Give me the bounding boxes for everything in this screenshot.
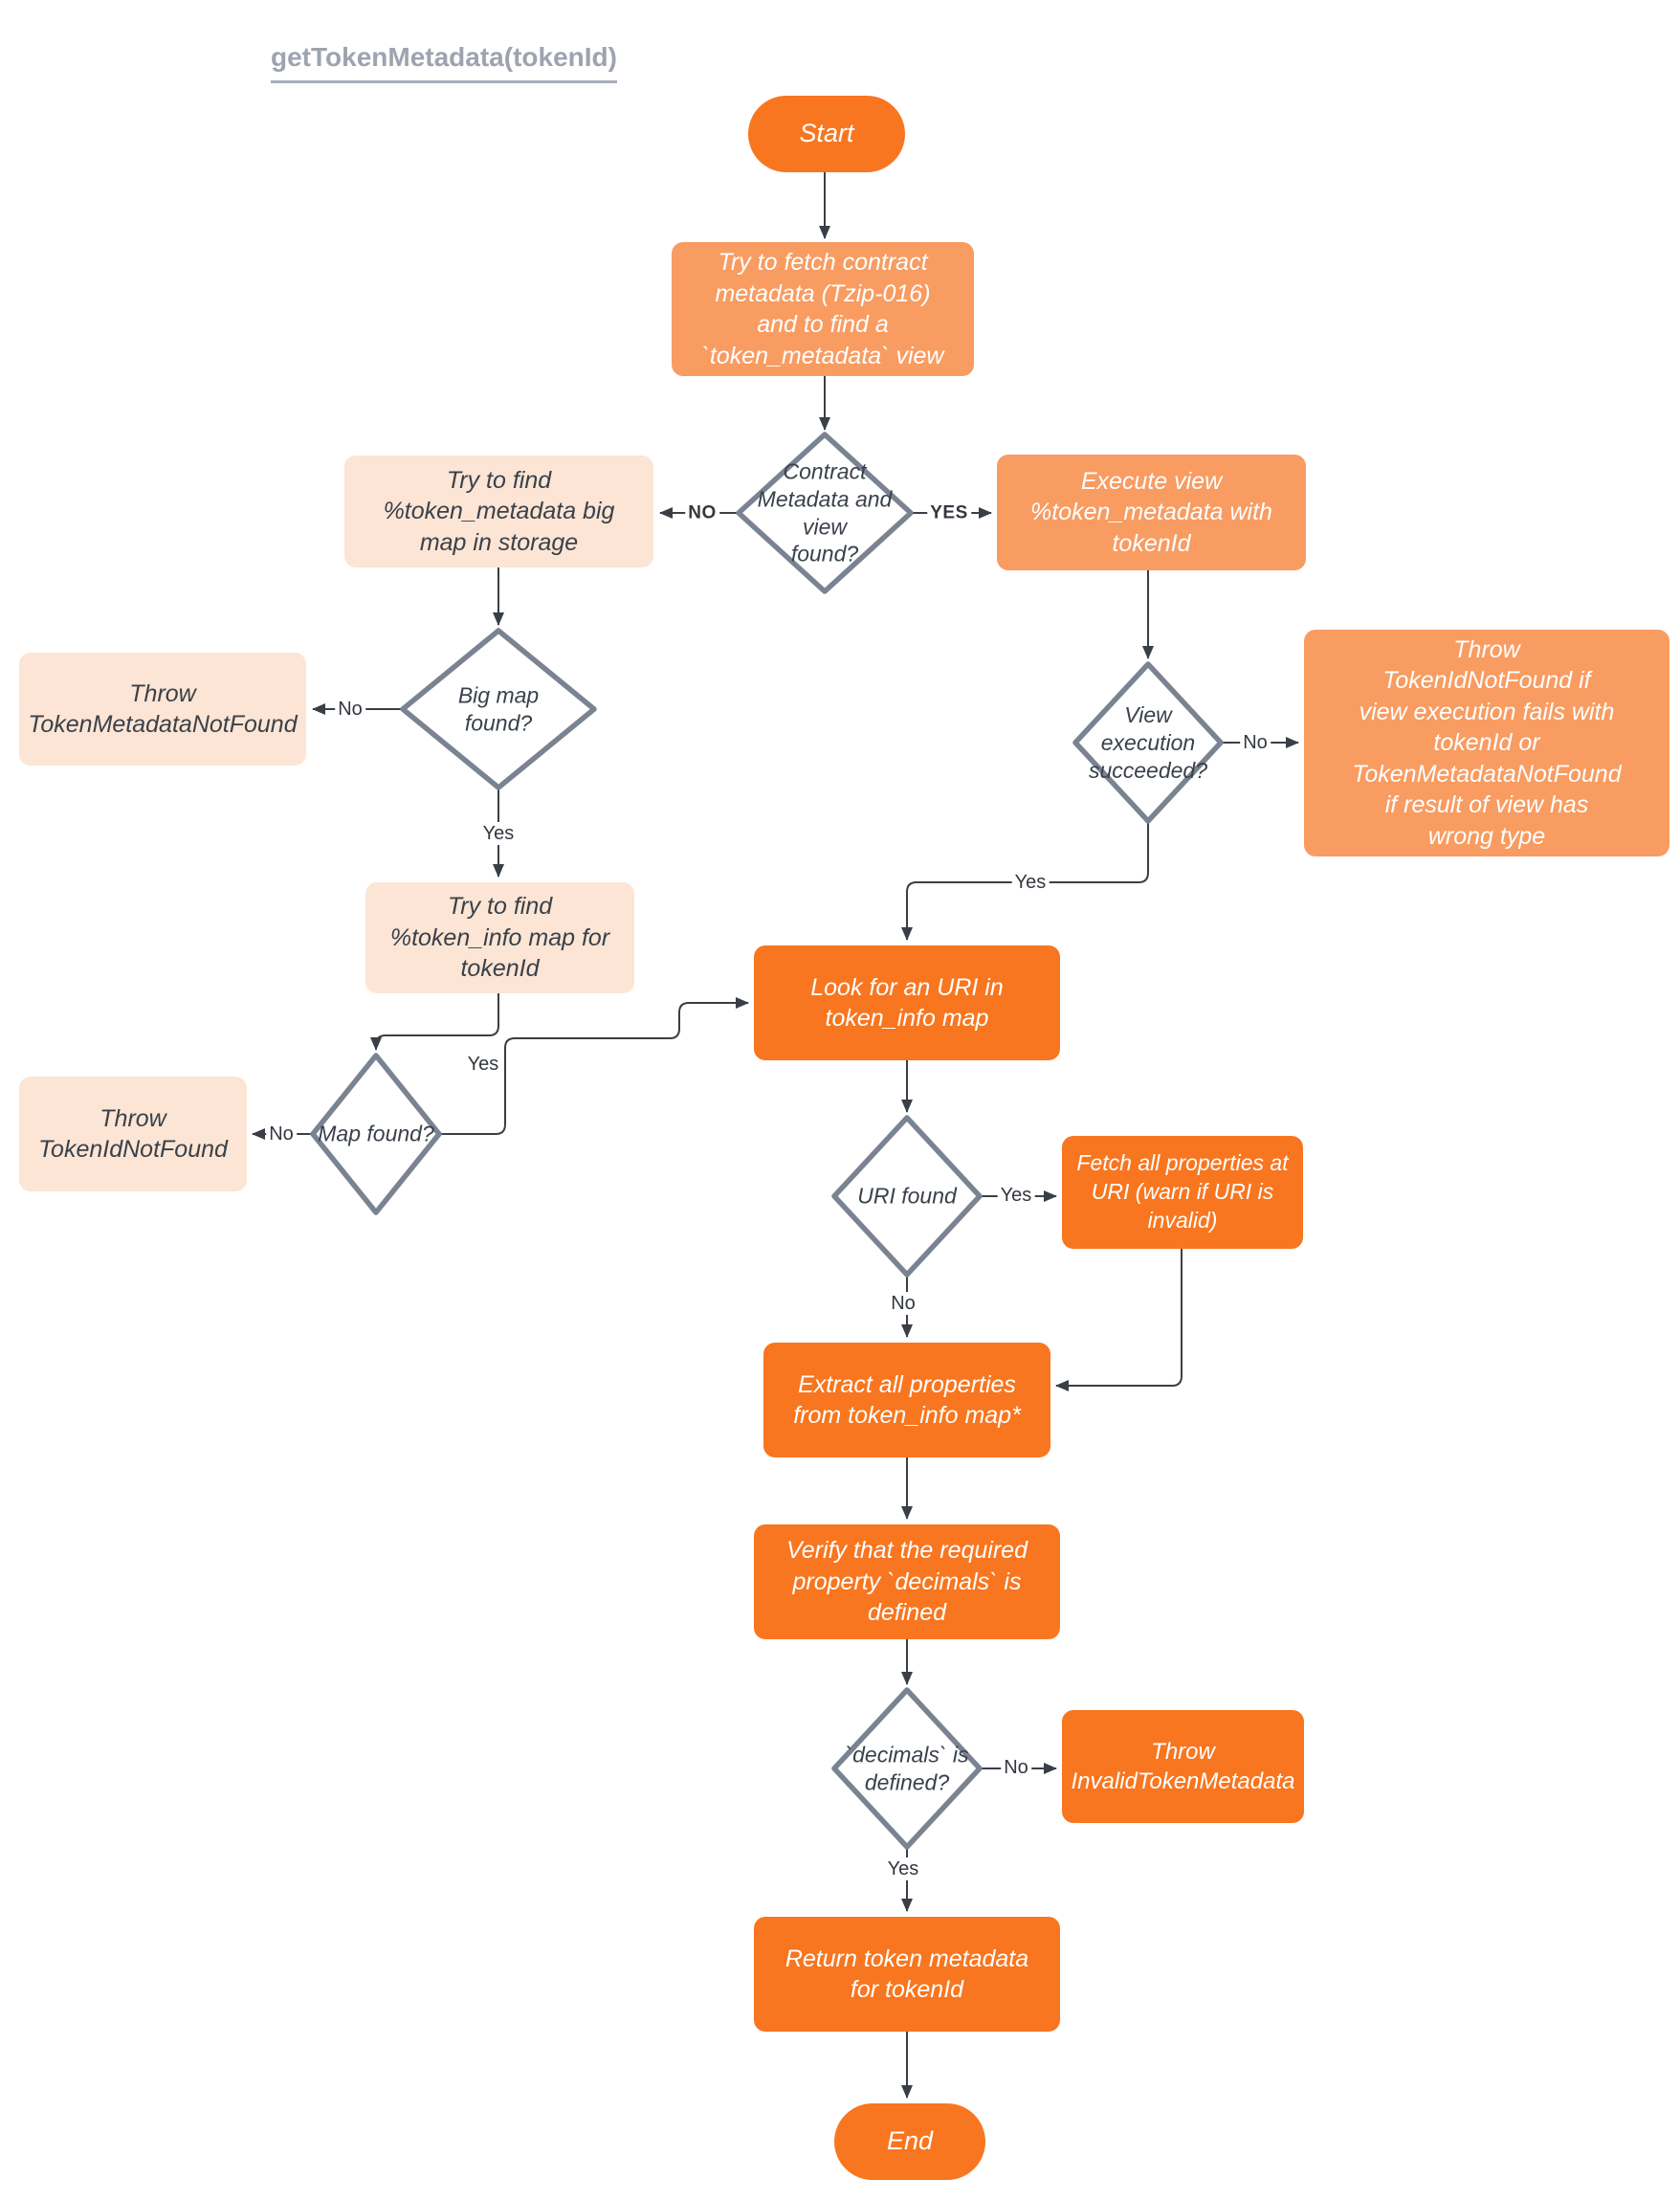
process-find-bigmap: Try to find %token_metadata big map in s…	[344, 456, 653, 567]
process-throw-token-metadata-not-found: Throw TokenMetadataNotFound	[19, 653, 306, 766]
return-metadata-label: Return token metadata for tokenId	[785, 1945, 1029, 2004]
edge-label-contract-no: NO	[685, 501, 719, 524]
extract-properties-label: Extract all properties from token_info m…	[793, 1370, 1021, 1430]
decision-uri-found-shape	[831, 1115, 983, 1278]
decision-decimals-defined-label: `decimals` is defined?	[845, 1742, 969, 1794]
diagram-title: getTokenMetadata(tokenId)	[271, 42, 617, 83]
process-return-metadata: Return token metadata for tokenId	[754, 1917, 1060, 2032]
process-look-for-uri: Look for an URI in token_info map	[754, 945, 1060, 1060]
edge-label-contract-yes: YES	[927, 501, 971, 524]
process-verify-decimals: Verify that the required property `decim…	[754, 1524, 1060, 1639]
edge-label-map-no: No	[266, 1123, 297, 1145]
edge-label-map-yes: Yes	[464, 1053, 502, 1076]
edge-label-uri-yes: Yes	[997, 1184, 1035, 1207]
end-label: End	[886, 2126, 934, 2156]
end-terminator: End	[834, 2103, 985, 2180]
throw-token-id-not-found-label: Throw TokenIdNotFound	[38, 1104, 228, 1164]
edge-label-decimals-no: No	[1001, 1756, 1031, 1779]
decision-map-found-shape	[310, 1053, 442, 1215]
decision-contract-found-shape	[736, 432, 914, 594]
decision-bigmap-found-label: Big map found?	[457, 682, 540, 735]
find-token-info-label: Try to find %token_info map for tokenId	[389, 893, 610, 983]
process-execute-view: Execute view %token_metadata with tokenI…	[997, 455, 1306, 570]
decision-uri-found-label: URI found	[857, 1183, 957, 1209]
throw-view-errors-label: Throw TokenIdNotFound if view execution …	[1352, 635, 1622, 850]
verify-decimals-label: Verify that the required property `decim…	[786, 1537, 1028, 1627]
fetch-contract-label: Try to fetch contract metadata (Tzip-016…	[701, 249, 944, 369]
edge-label-view-no: No	[1240, 731, 1271, 754]
fetch-properties-label: Fetch all properties at URI (warn if URI…	[1076, 1150, 1289, 1233]
throw-invalid-token-metadata-label: Throw InvalidTokenMetadata	[1071, 1738, 1295, 1794]
process-extract-properties: Extract all properties from token_info m…	[763, 1343, 1050, 1457]
look-for-uri-label: Look for an URI in token_info map	[810, 973, 1004, 1033]
edge-label-decimals-yes: Yes	[884, 1857, 922, 1880]
start-label: Start	[799, 119, 854, 148]
decision-view-succeeded-shape	[1072, 661, 1224, 824]
process-throw-view-errors: Throw TokenIdNotFound if view execution …	[1304, 630, 1669, 856]
decision-contract-found-label: Contract Metadata and view found?	[757, 458, 893, 567]
throw-token-metadata-not-found-label: Throw TokenMetadataNotFound	[28, 679, 298, 739]
execute-view-label: Execute view %token_metadata with tokenI…	[1030, 467, 1272, 557]
decision-bigmap-found-shape	[400, 628, 597, 790]
process-fetch-contract-metadata: Try to fetch contract metadata (Tzip-016…	[672, 242, 974, 376]
edge-fetchprops-to-extract	[1055, 1249, 1183, 1391]
decision-decimals-defined-shape	[831, 1687, 983, 1850]
process-find-token-info: Try to find %token_info map for tokenId	[365, 882, 634, 993]
process-throw-invalid-token-metadata: Throw InvalidTokenMetadata	[1062, 1710, 1304, 1823]
edge-label-uri-no: No	[888, 1292, 918, 1315]
edge-label-bigmap-yes: Yes	[479, 822, 518, 845]
decision-map-found-label: Map found?	[318, 1121, 434, 1146]
start-terminator: Start	[748, 96, 905, 172]
edge-map-yes	[439, 997, 749, 1135]
edge-tokeninfo-to-decision	[370, 993, 499, 1051]
edge-label-view-yes: Yes	[1011, 871, 1050, 894]
process-throw-token-id-not-found: Throw TokenIdNotFound	[19, 1077, 247, 1191]
process-fetch-properties: Fetch all properties at URI (warn if URI…	[1062, 1136, 1303, 1249]
edge-label-bigmap-no: No	[335, 698, 365, 721]
decision-view-succeeded-label: View execution succeeded?	[1088, 701, 1208, 783]
find-bigmap-label: Try to find %token_metadata big map in s…	[383, 466, 615, 556]
